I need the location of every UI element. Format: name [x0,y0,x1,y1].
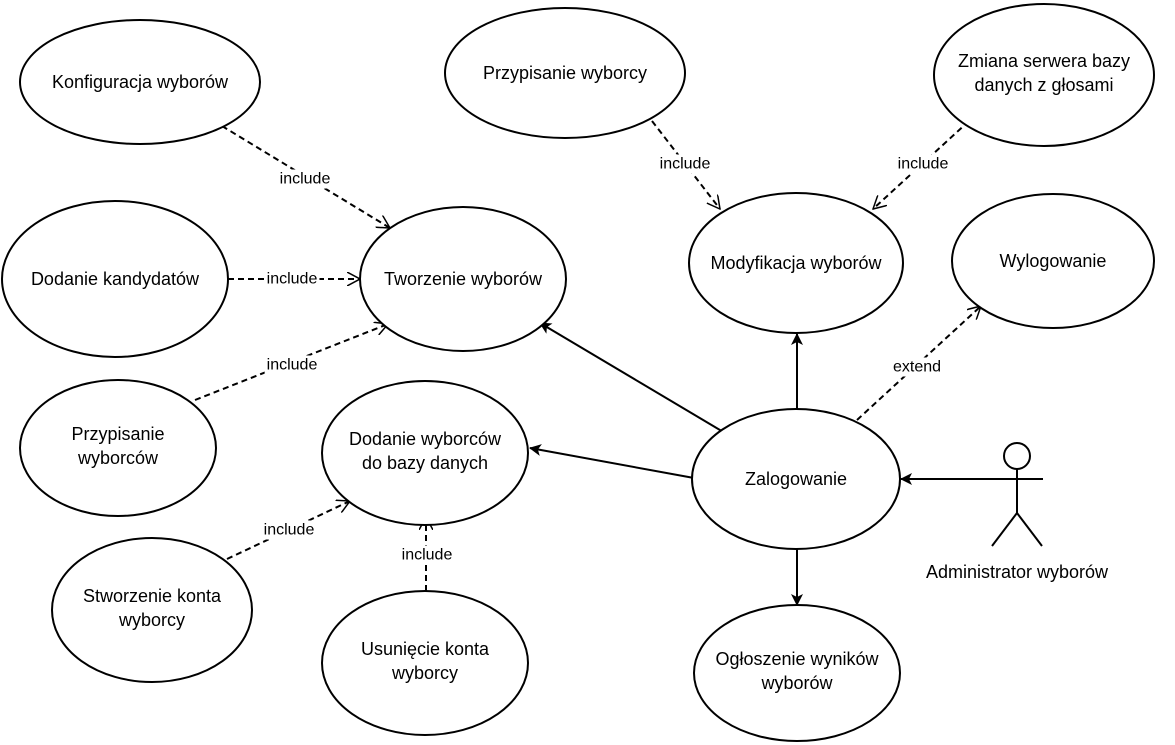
dashed-arrow [226,501,350,560]
use-case-label: do bazy danych [362,453,488,473]
edge-konfiguracja-tworzenie: include [221,125,390,229]
use-case-label: Modyfikacja wyborów [710,253,882,273]
use-case-ellipse [19,19,261,145]
use-case-label: wyborcy [118,610,185,630]
use-case-label: Konfiguracja wyborów [52,72,229,92]
use-case-label: wyborców [77,448,159,468]
edge-przypisanie-tworzenie: include [194,324,388,401]
use-case-ellipse [19,379,217,517]
use-case-przypisanie-wyborcow: Przypisanie wyborców [19,379,217,517]
edge-label-background [264,269,320,289]
use-case-label: Ogłoszenie wyników [715,649,879,669]
edge-label: include [267,357,318,374]
use-case-ellipse [359,206,567,352]
use-case-konfiguracja: Konfiguracja wyborów [19,19,261,145]
edge-label-background [261,520,317,540]
edge-przypisanie-wyborcy-modyfikacja: include [651,120,720,209]
edge-label-background [399,545,455,565]
edge-zalogowanie-dodanie [529,444,695,479]
edge-label-background [890,357,944,377]
edge-label: include [402,547,453,564]
use-case-ellipse [688,192,904,334]
use-case-stworzenie-konta: Stworzenie konta wyborcy [51,537,253,683]
use-case-zmiana-serwera: Zmiana serwera bazy danych z głosami [933,3,1155,147]
use-case-label: Tworzenie wyborów [384,269,543,289]
use-case-label: Stworzenie konta [83,586,222,606]
use-case-ellipse [933,3,1155,147]
edge-label: include [264,522,315,539]
use-case-ellipse [321,380,529,526]
use-case-label: Przypisanie wyborcy [483,63,647,83]
use-case-label: Zalogowanie [745,469,847,489]
edge-label-background [657,154,713,174]
edge-label: include [267,271,318,288]
edge-usuniecie-dodanie: include [399,517,455,591]
actor-left-leg [991,512,1018,547]
use-case-dodanie-wyborcow: Dodanie wyborców do bazy danych [321,380,529,526]
use-case-ellipse [951,193,1155,329]
use-case-ellipse [1,200,229,358]
use-case-label: Dodanie kandydatów [31,269,200,289]
edge-zalogowanie-wylogowanie: extend [856,306,981,421]
actor-label: Administrator wyborów [926,562,1109,582]
use-case-usuniecie-konta: Usunięcie konta wyborcy [321,590,529,736]
use-case-dodanie-kandydatow: Dodanie kandydatów [1,200,229,358]
edge-label: include [280,171,331,188]
dashed-arrow [221,125,390,229]
use-case-label: Przypisanie [71,424,164,444]
edge-zmiana-modyfikacja: include [873,120,970,209]
use-case-ellipse [444,7,686,139]
edge-kandydatow-tworzenie: include [228,269,360,289]
edge-stworzenie-dodanie: include [226,501,350,560]
edge-label-background [264,355,320,375]
use-case-label: danych z głosami [974,75,1113,95]
solid-arrow [529,444,695,479]
actor-head [1003,442,1031,470]
edge-zalogowanie-tworzenie [539,322,726,434]
edge-label: extend [893,359,941,376]
edge-label-background [895,154,951,174]
use-case-ogloszenie: Ogłoszenie wyników wyborów [693,604,901,742]
use-case-ellipse [321,590,529,736]
edge-label: include [898,156,949,173]
use-case-label: wyborów [760,673,833,693]
actor-right-leg [1016,512,1043,547]
use-case-wylogowanie: Wylogowanie [951,193,1155,329]
use-case-przypisanie-wyborcy: Przypisanie wyborcy [444,7,686,139]
solid-arrow [539,322,726,434]
use-case-label: wyborcy [391,663,458,683]
edge-label-background [277,169,333,189]
use-case-ellipse [693,604,901,742]
actor-administrator: Administrator wyborów [926,442,1109,582]
use-case-label: Zmiana serwera bazy [958,51,1130,71]
use-case-modyfikacja: Modyfikacja wyborów [688,192,904,334]
use-case-label: Dodanie wyborców [349,429,502,449]
edge-label: include [660,156,711,173]
use-case-zalogowanie: Zalogowanie [691,408,901,550]
use-case-label: Wylogowanie [1000,251,1107,271]
use-case-tworzenie: Tworzenie wyborów [359,206,567,352]
use-case-label: Usunięcie konta [361,639,490,659]
use-case-ellipse [51,537,253,683]
use-case-ellipse [691,408,901,550]
